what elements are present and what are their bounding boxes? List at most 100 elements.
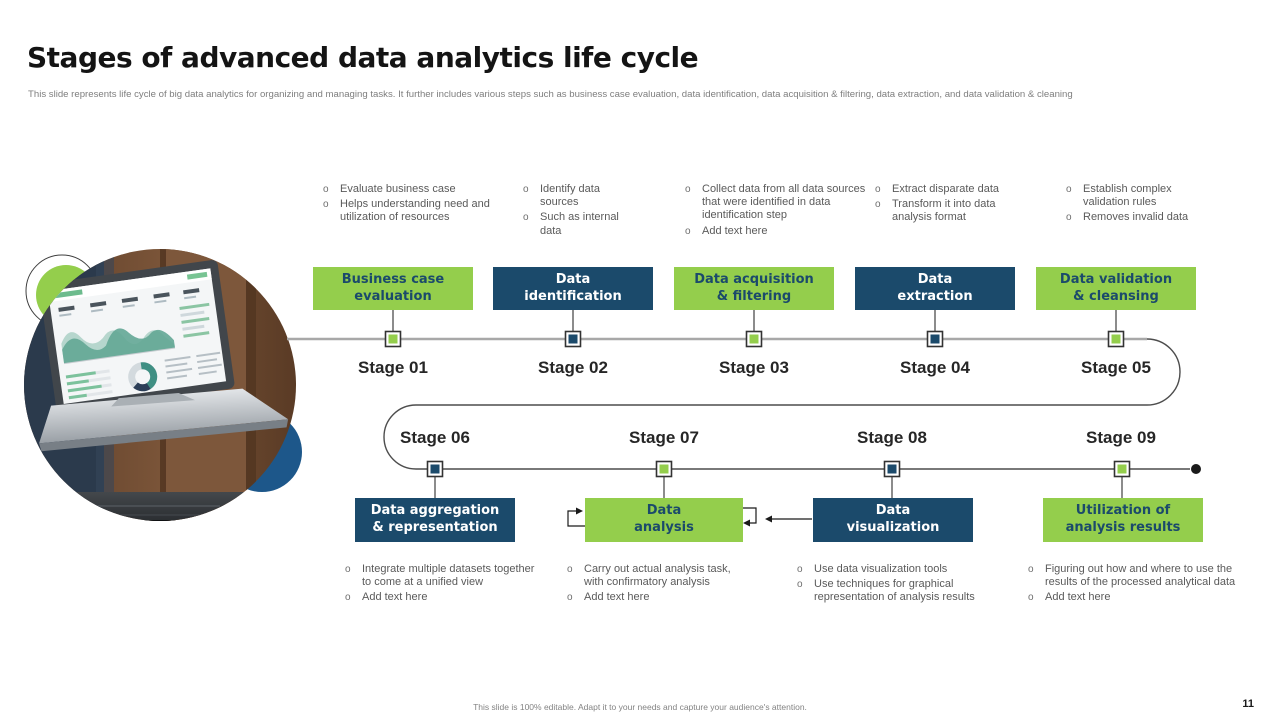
stage-06-box: Data aggregation & representation bbox=[355, 498, 515, 542]
stage-03-bullets: o Collect data from all data sources that… bbox=[685, 183, 875, 240]
stage-04-marker bbox=[926, 330, 944, 348]
stage-03-marker bbox=[745, 330, 763, 348]
bullet-text: Evaluate business case bbox=[340, 183, 456, 195]
bullet-item: o Use techniques for graphical representa… bbox=[797, 578, 992, 604]
bullet-text: Add text here bbox=[1045, 591, 1111, 604]
bullet-marker: o bbox=[1066, 212, 1072, 224]
bullet-text: Such as internal data bbox=[540, 211, 619, 237]
stage-07-marker bbox=[655, 460, 673, 478]
bullet-item: o Helps understanding need and utilizatio… bbox=[323, 198, 498, 224]
stage-01-marker bbox=[384, 330, 402, 348]
bullet-text: Use techniques for graphical representat… bbox=[814, 578, 975, 604]
bullet-marker: o bbox=[1028, 564, 1034, 575]
stage-09-marker bbox=[1113, 460, 1131, 478]
stage-08-marker bbox=[883, 460, 901, 478]
bullet-text: Add text here bbox=[702, 224, 768, 237]
bullet-marker: o bbox=[567, 564, 573, 575]
stage-02-box: Data identification bbox=[493, 267, 653, 310]
feedback-arrows bbox=[567, 507, 812, 527]
page-number: 11 bbox=[1242, 698, 1254, 710]
bullet-text: Collect data from all data sources that … bbox=[702, 183, 866, 222]
bullet-item: o Such as internal data bbox=[523, 211, 631, 237]
bullet-text: Identify data sources bbox=[540, 183, 600, 209]
bullet-text: Transform it into data analysis format bbox=[892, 198, 996, 224]
stage-07-box: Data analysis bbox=[585, 498, 743, 542]
stage-02-label: Stage 02 bbox=[538, 358, 608, 377]
footer-note: This slide is 100% editable. Adapt it to… bbox=[473, 702, 807, 712]
bullet-marker: o bbox=[875, 199, 881, 211]
bullet-text: Add text here bbox=[584, 591, 650, 604]
bullet-marker: o bbox=[1028, 592, 1034, 604]
stage-09-label: Stage 09 bbox=[1086, 428, 1156, 447]
photo-cluster bbox=[24, 249, 302, 521]
bullet-marker: o bbox=[1066, 184, 1072, 195]
bullet-item: o Figuring out how and where to use the r… bbox=[1028, 563, 1236, 589]
bullet-marker: o bbox=[323, 184, 329, 195]
timeline-left-curve bbox=[383, 404, 417, 470]
stage-02-marker bbox=[564, 330, 582, 348]
timeline bbox=[287, 310, 1201, 527]
bullet-item: o Establish complex validation rules bbox=[1066, 183, 1206, 209]
bullet-marker: o bbox=[797, 564, 803, 575]
timeline-right-curve bbox=[1146, 338, 1181, 406]
bullet-marker: o bbox=[345, 592, 351, 604]
stage-06-marker bbox=[426, 460, 444, 478]
bullet-marker: o bbox=[523, 212, 529, 224]
laptop-screen bbox=[39, 260, 235, 413]
stage-markers-bottom bbox=[426, 460, 1131, 478]
bullet-marker: o bbox=[567, 592, 573, 604]
stage-09-bullets: o Figuring out how and where to use the r… bbox=[1028, 563, 1236, 607]
stage-07-label: Stage 07 bbox=[629, 428, 699, 447]
stage-05-marker bbox=[1107, 330, 1125, 348]
timeline-end-dot bbox=[1191, 464, 1201, 474]
laptop-photo bbox=[24, 249, 296, 521]
bullet-item: o Transform it into data analysis format bbox=[875, 198, 1015, 224]
bullet-text: Add text here bbox=[362, 591, 428, 604]
bullet-item: o Add text here bbox=[567, 591, 732, 604]
bullet-item: o Add text here bbox=[345, 591, 540, 604]
bullet-text: Removes invalid data bbox=[1083, 211, 1189, 224]
bullet-item: o Evaluate business case bbox=[323, 183, 498, 196]
bullet-text: Carry out actual analysis task, with con… bbox=[584, 563, 731, 589]
bullet-text: Establish complex validation rules bbox=[1083, 183, 1172, 209]
bullet-marker: o bbox=[345, 564, 351, 575]
bullet-marker: o bbox=[685, 225, 691, 237]
slide-subtitle: This slide represents life cycle of big … bbox=[28, 88, 1073, 100]
stage-06-label: Stage 06 bbox=[400, 428, 470, 447]
bullet-item: o Add text here bbox=[1028, 591, 1236, 604]
donut-chart bbox=[128, 362, 158, 392]
bullet-marker: o bbox=[875, 184, 881, 195]
stage-04-label: Stage 04 bbox=[900, 358, 970, 377]
stage-09-box: Utilization of analysis results bbox=[1043, 498, 1203, 542]
stage-08-label: Stage 08 bbox=[857, 428, 927, 447]
bullet-marker: o bbox=[323, 199, 329, 211]
bullet-marker: o bbox=[523, 184, 529, 195]
stage-08-box: Data visualization bbox=[813, 498, 973, 542]
bullet-text: Figuring out how and where to use the re… bbox=[1045, 563, 1236, 589]
laptop-base bbox=[39, 388, 289, 452]
stage-03-box: Data acquisition & filtering bbox=[674, 267, 834, 310]
bullet-marker: o bbox=[685, 184, 691, 195]
stage-01-label: Stage 01 bbox=[358, 358, 428, 377]
bullet-item: o Identify data sources bbox=[523, 183, 631, 209]
stage-01-box: Business case evaluation bbox=[313, 267, 473, 310]
bullet-text: Helps understanding need and utilization… bbox=[340, 198, 490, 224]
stage-05-label: Stage 05 bbox=[1081, 358, 1151, 377]
bullet-marker: o bbox=[797, 579, 803, 591]
bullet-item: o Removes invalid data bbox=[1066, 211, 1206, 224]
bullet-item: o Collect data from all data sources that… bbox=[685, 183, 875, 223]
bullet-item: o Carry out actual analysis task, with co… bbox=[567, 563, 732, 589]
stage-07-bullets: o Carry out actual analysis task, with co… bbox=[567, 563, 732, 607]
bullet-item: o Add text here bbox=[685, 225, 875, 238]
stage-05-box: Data validation & cleansing bbox=[1036, 267, 1196, 310]
